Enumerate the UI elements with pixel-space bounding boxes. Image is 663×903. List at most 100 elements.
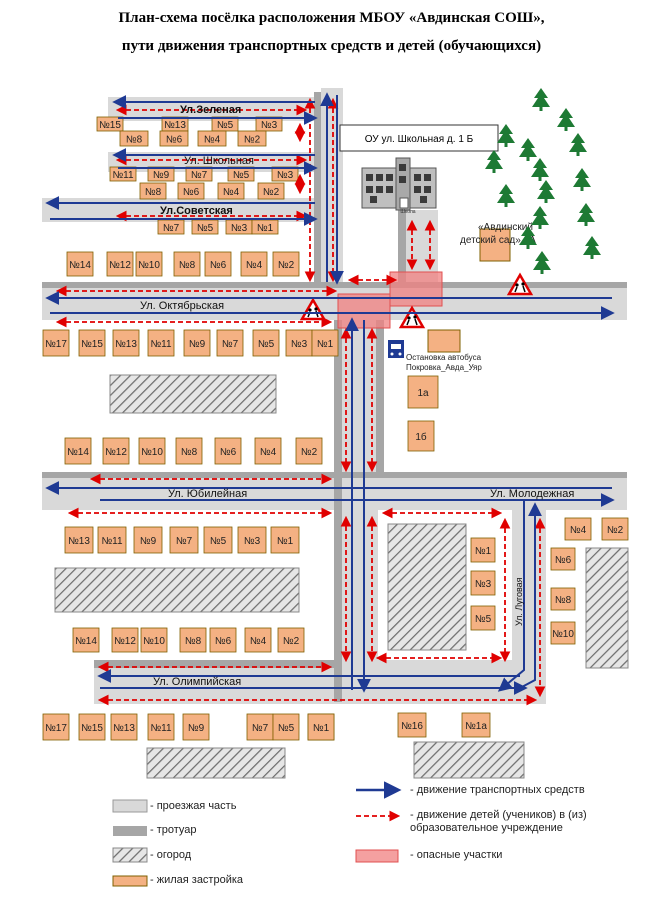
- legend-housing-label: - жилая застройка: [150, 874, 244, 886]
- house-number: №9: [189, 339, 206, 350]
- garden-4: [585, 547, 629, 669]
- street-label-sovetskaya: Ул.Советская: [160, 205, 233, 217]
- house: [550, 547, 576, 571]
- street-label-molodezhnaya: Ул. Молодежная: [490, 488, 574, 500]
- street-label-lugovaya: Ул. Луговая: [514, 577, 524, 626]
- sidewalk-central-west: [334, 320, 342, 702]
- house-number: 1б: [415, 431, 427, 443]
- school-building: [361, 157, 437, 211]
- house: [133, 526, 163, 554]
- house: [254, 437, 282, 465]
- house-number: №6: [183, 187, 200, 198]
- house-number: №5: [233, 170, 250, 181]
- transport-routes: [45, 92, 615, 695]
- house: [110, 713, 138, 741]
- house: [470, 570, 496, 596]
- house-number: №8: [179, 260, 196, 271]
- house: [42, 713, 70, 741]
- house: [177, 182, 205, 200]
- street-label-oktyabrskaya: Ул. Октябрьская: [140, 300, 224, 312]
- house: [285, 329, 313, 357]
- legend: [112, 781, 402, 887]
- garden-1: [109, 374, 277, 414]
- house-number: №3: [277, 170, 294, 181]
- garden-5: [146, 747, 286, 779]
- house: [246, 713, 274, 741]
- house-number: №6: [555, 555, 572, 566]
- house: [272, 251, 300, 277]
- house-number: №2: [607, 525, 624, 536]
- house: [244, 627, 272, 653]
- house-number: №9: [140, 536, 157, 547]
- house-number: №4: [260, 447, 277, 458]
- house-number: №13: [115, 339, 137, 350]
- house: [173, 251, 201, 277]
- house-number: №14: [75, 636, 97, 647]
- house: [564, 517, 592, 541]
- map-title-line2: пути движения транспортных средств и дет…: [121, 38, 542, 54]
- house-number: №11: [150, 339, 172, 350]
- house-number: №5: [197, 223, 214, 234]
- house: [252, 329, 280, 357]
- legend-garden-label: - огород: [150, 849, 192, 861]
- house-number: №6: [166, 135, 183, 146]
- sidewalk-okt-north: [42, 282, 627, 288]
- house: [42, 329, 70, 357]
- house: [135, 251, 163, 277]
- house: [270, 526, 300, 554]
- house: [461, 712, 491, 738]
- house-number: №15: [99, 120, 121, 131]
- house-number: №8: [181, 447, 198, 458]
- house: [397, 712, 427, 738]
- street-label-yubileynaya: Ул. Юбилейная: [168, 488, 247, 500]
- legend-danger-label: - опасные участки: [410, 849, 503, 861]
- house: [169, 526, 199, 554]
- house-number: №8: [126, 135, 143, 146]
- street-label-olimpiyskaya: Ул. Олимпийская: [153, 676, 241, 688]
- house-number: №13: [164, 120, 186, 131]
- kindergarten-label: «Авдинский детский сад» 1А: [460, 222, 536, 246]
- house-number: №3: [244, 536, 261, 547]
- house-number: №7: [176, 536, 193, 547]
- kindergarten-building: [479, 228, 511, 262]
- sidewalk-central-east: [376, 320, 384, 472]
- house-number: №11: [101, 536, 123, 547]
- garden-2: [54, 567, 300, 613]
- house-number: №10: [138, 260, 160, 271]
- house: [407, 375, 439, 409]
- house-number: №2: [283, 636, 300, 647]
- children-routes: [55, 97, 546, 706]
- street-label-zelenaya: Ул.Зеленая: [180, 104, 241, 116]
- house-number: №2: [278, 260, 295, 271]
- house: [78, 713, 106, 741]
- house-number: №5: [217, 120, 234, 131]
- house-number: №13: [68, 536, 90, 547]
- house-number: №8: [555, 595, 572, 606]
- house-number: №9: [188, 723, 205, 734]
- house: [147, 329, 175, 357]
- house: [140, 627, 168, 653]
- house: [197, 130, 227, 147]
- house-number: №1: [277, 536, 294, 547]
- legend-road-label: - проезжая часть: [150, 800, 237, 812]
- house-number: №8: [145, 187, 162, 198]
- house-number: №2: [263, 187, 280, 198]
- house-number: №6: [210, 260, 227, 271]
- house: [237, 130, 267, 147]
- house: [119, 130, 149, 147]
- house-number: №16: [401, 721, 423, 732]
- bus-stop-shelter: [427, 329, 461, 353]
- house: [182, 713, 210, 741]
- house-number: №12: [114, 636, 136, 647]
- legend-sidewalk-label: - тротуар: [150, 824, 197, 836]
- house: [179, 627, 207, 653]
- house: [139, 182, 167, 200]
- garden-3: [387, 523, 467, 651]
- house-number: №3: [475, 579, 492, 590]
- house: [64, 437, 92, 465]
- house: [272, 713, 300, 741]
- house-number: №12: [109, 260, 131, 271]
- house-number: №14: [69, 260, 91, 271]
